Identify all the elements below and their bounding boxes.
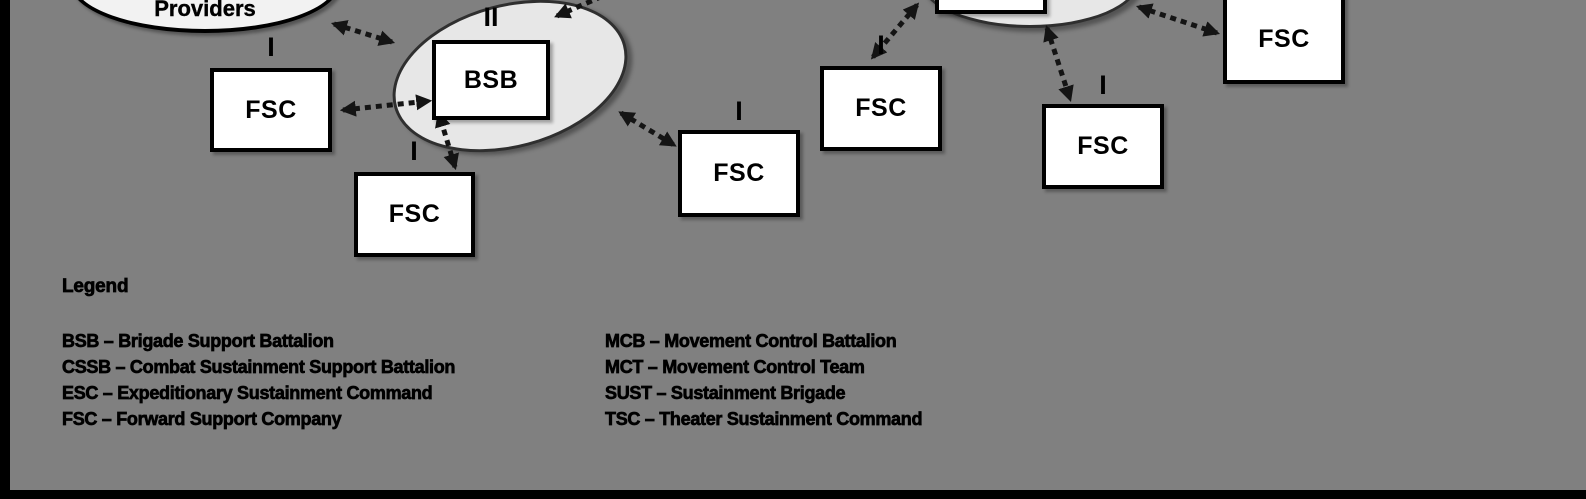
legend-title: Legend xyxy=(62,276,129,298)
fsc-box-2: FSC xyxy=(354,172,475,257)
echelon-marker-fsc-3: I xyxy=(735,96,743,126)
bsb-box: BSB xyxy=(432,40,550,120)
echelon-marker-fsc-2: I xyxy=(410,136,418,166)
legend-entry: TSC – Theater Sustainment Command xyxy=(605,409,923,430)
frame-border-bottom xyxy=(0,490,1586,499)
unit-label: FSC xyxy=(855,94,907,122)
fsc-box-3: FSC xyxy=(678,130,800,217)
unit-label: BSB xyxy=(463,65,519,94)
arrow-fsc2-bsb xyxy=(435,110,459,171)
arrow-top-bsb xyxy=(554,0,600,19)
unit-label: FSC xyxy=(1258,24,1310,53)
legend-column-2: MCB – Movement Control Battalion MCT – M… xyxy=(605,328,923,432)
legend-entry: MCB – Movement Control Battalion xyxy=(605,331,897,352)
frame-border-left xyxy=(0,0,10,499)
unit-label: FSC xyxy=(1077,132,1129,160)
providers-label: Providers xyxy=(154,0,256,21)
echelon-marker-fsc-4: I xyxy=(877,30,885,60)
fsc-box-5: FSC xyxy=(1042,104,1164,189)
echelon-marker-fsc-5: I xyxy=(1099,70,1107,100)
legend-entry: BSB – Brigade Support Battalion xyxy=(62,331,335,352)
legend-entry: SUST – Sustainment Brigade xyxy=(605,383,846,404)
arrow-right-fsc5 xyxy=(1043,24,1074,103)
arrow-bsb-fsc3 xyxy=(618,110,677,148)
fsc-box-1: FSC xyxy=(210,68,332,152)
legend-entry: CSSB – Combat Sustainment Support Battal… xyxy=(62,357,456,378)
arrow-right-fsc4 xyxy=(870,2,920,60)
fsc-box-6: FSC xyxy=(1223,0,1345,84)
arrow-fsc1-bsb xyxy=(339,94,433,117)
legend-entry: FSC – Forward Support Company xyxy=(62,409,342,430)
legend-entry: MCT – Movement Control Team xyxy=(605,357,866,378)
unit-label: FSC xyxy=(713,159,765,187)
fsc-box-4: FSC xyxy=(820,66,942,151)
legend-column-1: BSB – Brigade Support Battalion CSSB – C… xyxy=(62,328,456,432)
unit-label: FSC xyxy=(388,200,441,228)
unit-label: FSC xyxy=(245,95,297,124)
partial-unit-box xyxy=(935,0,1047,14)
arrow-right-fsc6 xyxy=(1135,3,1221,37)
echelon-marker-fsc-1: I xyxy=(267,32,275,62)
echelon-marker-bsb: II xyxy=(483,2,499,32)
legend-entry: ESC – Expeditionary Sustainment Command xyxy=(62,383,433,404)
arrow-providers-bsb xyxy=(330,20,396,46)
